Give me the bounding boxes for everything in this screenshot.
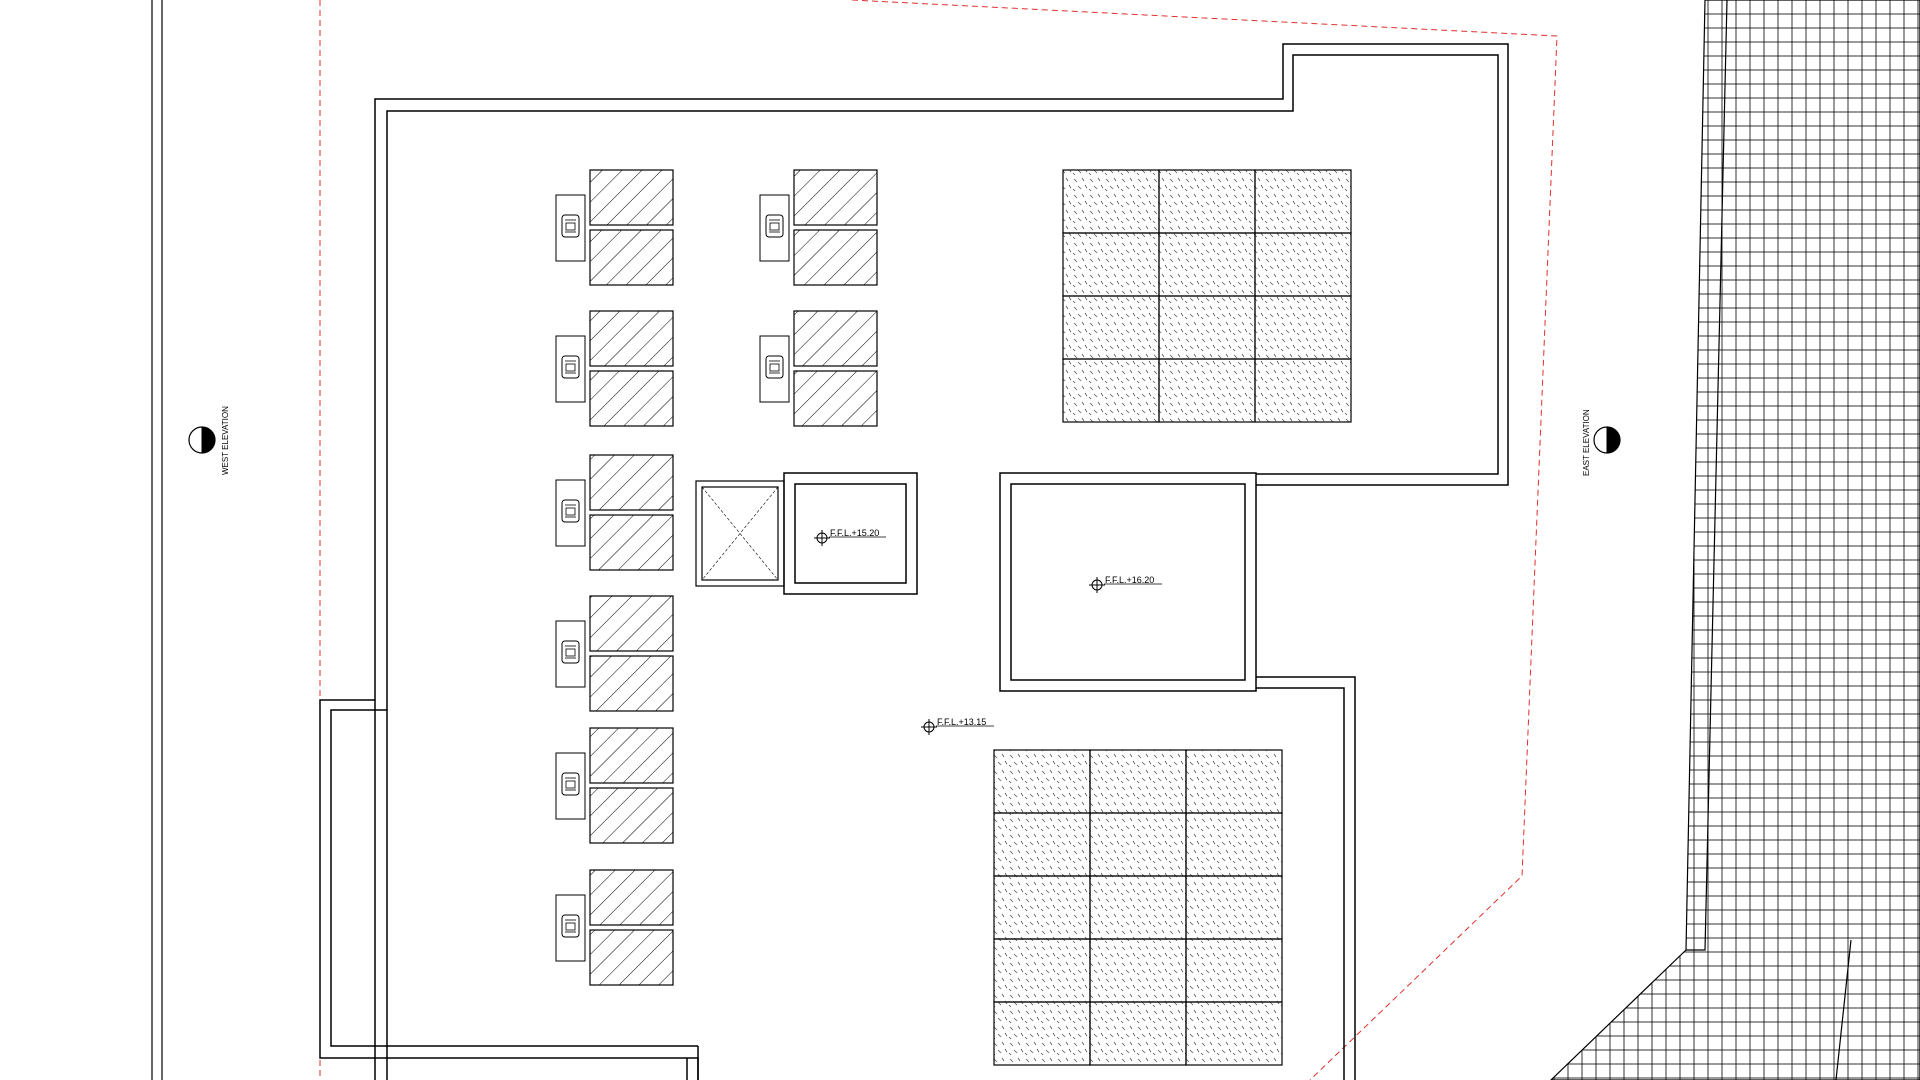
ac-panel xyxy=(793,169,878,226)
ac-condenser xyxy=(555,620,586,688)
solar-panel xyxy=(1089,875,1187,940)
solar-panel xyxy=(993,1001,1091,1066)
ac-panel xyxy=(793,310,878,367)
solar-panel xyxy=(1185,812,1283,877)
solar-panel xyxy=(1158,232,1256,297)
fan-icon xyxy=(561,355,580,379)
ac-panel xyxy=(589,869,674,926)
east-elevation-label: EAST ELEVATION xyxy=(1582,409,1591,476)
ac-condenser xyxy=(555,752,586,820)
solar-panel xyxy=(1254,295,1352,360)
level-marker-roof: F.F.L.+13.15 xyxy=(921,717,994,735)
ac-panel xyxy=(589,169,674,226)
level-marker-upper-roof: F.F.L.+16.20 xyxy=(1089,575,1162,593)
east-elevation-marker: EAST ELEVATION xyxy=(1582,409,1621,476)
west-boundary-lines xyxy=(151,0,163,1080)
upper-roof-block xyxy=(999,472,1257,692)
level-label-stair: F.F.L.+15.20 xyxy=(830,528,879,538)
fan-icon xyxy=(765,214,784,238)
fan-icon xyxy=(561,914,580,938)
solar-array-north xyxy=(1062,169,1352,423)
ac-panel xyxy=(589,727,674,784)
ac-condenser xyxy=(555,335,586,403)
solar-panel xyxy=(1062,232,1160,297)
site-boundary-east xyxy=(851,0,1558,1080)
ac-panel xyxy=(589,514,674,571)
level-label-roof: F.F.L.+13.15 xyxy=(937,717,986,727)
ac-unit xyxy=(555,169,674,286)
ac-panel xyxy=(589,929,674,986)
ac-condenser xyxy=(759,335,790,403)
solar-array-south xyxy=(993,749,1283,1066)
solar-panel xyxy=(1158,295,1256,360)
ac-panel xyxy=(589,787,674,844)
west-elevation-marker: WEST ELEVATION xyxy=(188,406,230,475)
ac-unit xyxy=(555,727,674,844)
ac-panel xyxy=(589,310,674,367)
ac-panel xyxy=(793,370,878,427)
solar-panel xyxy=(993,749,1091,814)
fan-icon xyxy=(561,499,580,523)
ac-panel xyxy=(589,370,674,427)
level-marker-stair: F.F.L.+15.20 xyxy=(814,528,886,546)
solar-panel xyxy=(1089,749,1187,814)
lift-shaft xyxy=(695,480,785,587)
ac-panel xyxy=(793,229,878,286)
solar-panel xyxy=(1254,169,1352,234)
solar-panel xyxy=(1158,169,1256,234)
building-parapet xyxy=(319,43,1509,1080)
ac-unit xyxy=(555,454,674,571)
solar-panel xyxy=(1089,938,1187,1003)
solar-panel xyxy=(1089,1001,1187,1066)
fan-icon xyxy=(561,772,580,796)
ac-condenser xyxy=(555,894,586,962)
ac-panel xyxy=(589,595,674,652)
solar-panel xyxy=(1062,358,1160,423)
ac-condenser xyxy=(759,194,790,262)
fan-icon xyxy=(561,214,580,238)
ac-panel xyxy=(589,655,674,712)
level-label-upper-roof: F.F.L.+16.20 xyxy=(1105,575,1154,585)
solar-panel xyxy=(1185,1001,1283,1066)
ac-panel xyxy=(589,454,674,511)
solar-panel xyxy=(1254,358,1352,423)
solar-panel xyxy=(1185,875,1283,940)
solar-panel xyxy=(1062,169,1160,234)
ac-panel xyxy=(589,229,674,286)
solar-panel xyxy=(993,938,1091,1003)
ac-unit xyxy=(759,169,878,286)
ac-unit xyxy=(555,595,674,712)
ac-unit xyxy=(555,869,674,986)
solar-panel xyxy=(1185,749,1283,814)
solar-panel xyxy=(1158,358,1256,423)
fan-icon xyxy=(561,640,580,664)
ac-units-group xyxy=(555,169,878,986)
ac-unit xyxy=(759,310,878,427)
ac-condenser xyxy=(555,479,586,547)
ac-condenser xyxy=(555,194,586,262)
solar-panel xyxy=(1089,812,1187,877)
solar-panel xyxy=(993,875,1091,940)
solar-panel xyxy=(1062,295,1160,360)
west-elevation-label: WEST ELEVATION xyxy=(221,406,230,475)
solar-panel xyxy=(1254,232,1352,297)
ac-unit xyxy=(555,310,674,427)
fan-icon xyxy=(765,355,784,379)
solar-panel xyxy=(993,812,1091,877)
solar-panel xyxy=(1185,938,1283,1003)
east-paved-area xyxy=(1550,0,1920,1080)
